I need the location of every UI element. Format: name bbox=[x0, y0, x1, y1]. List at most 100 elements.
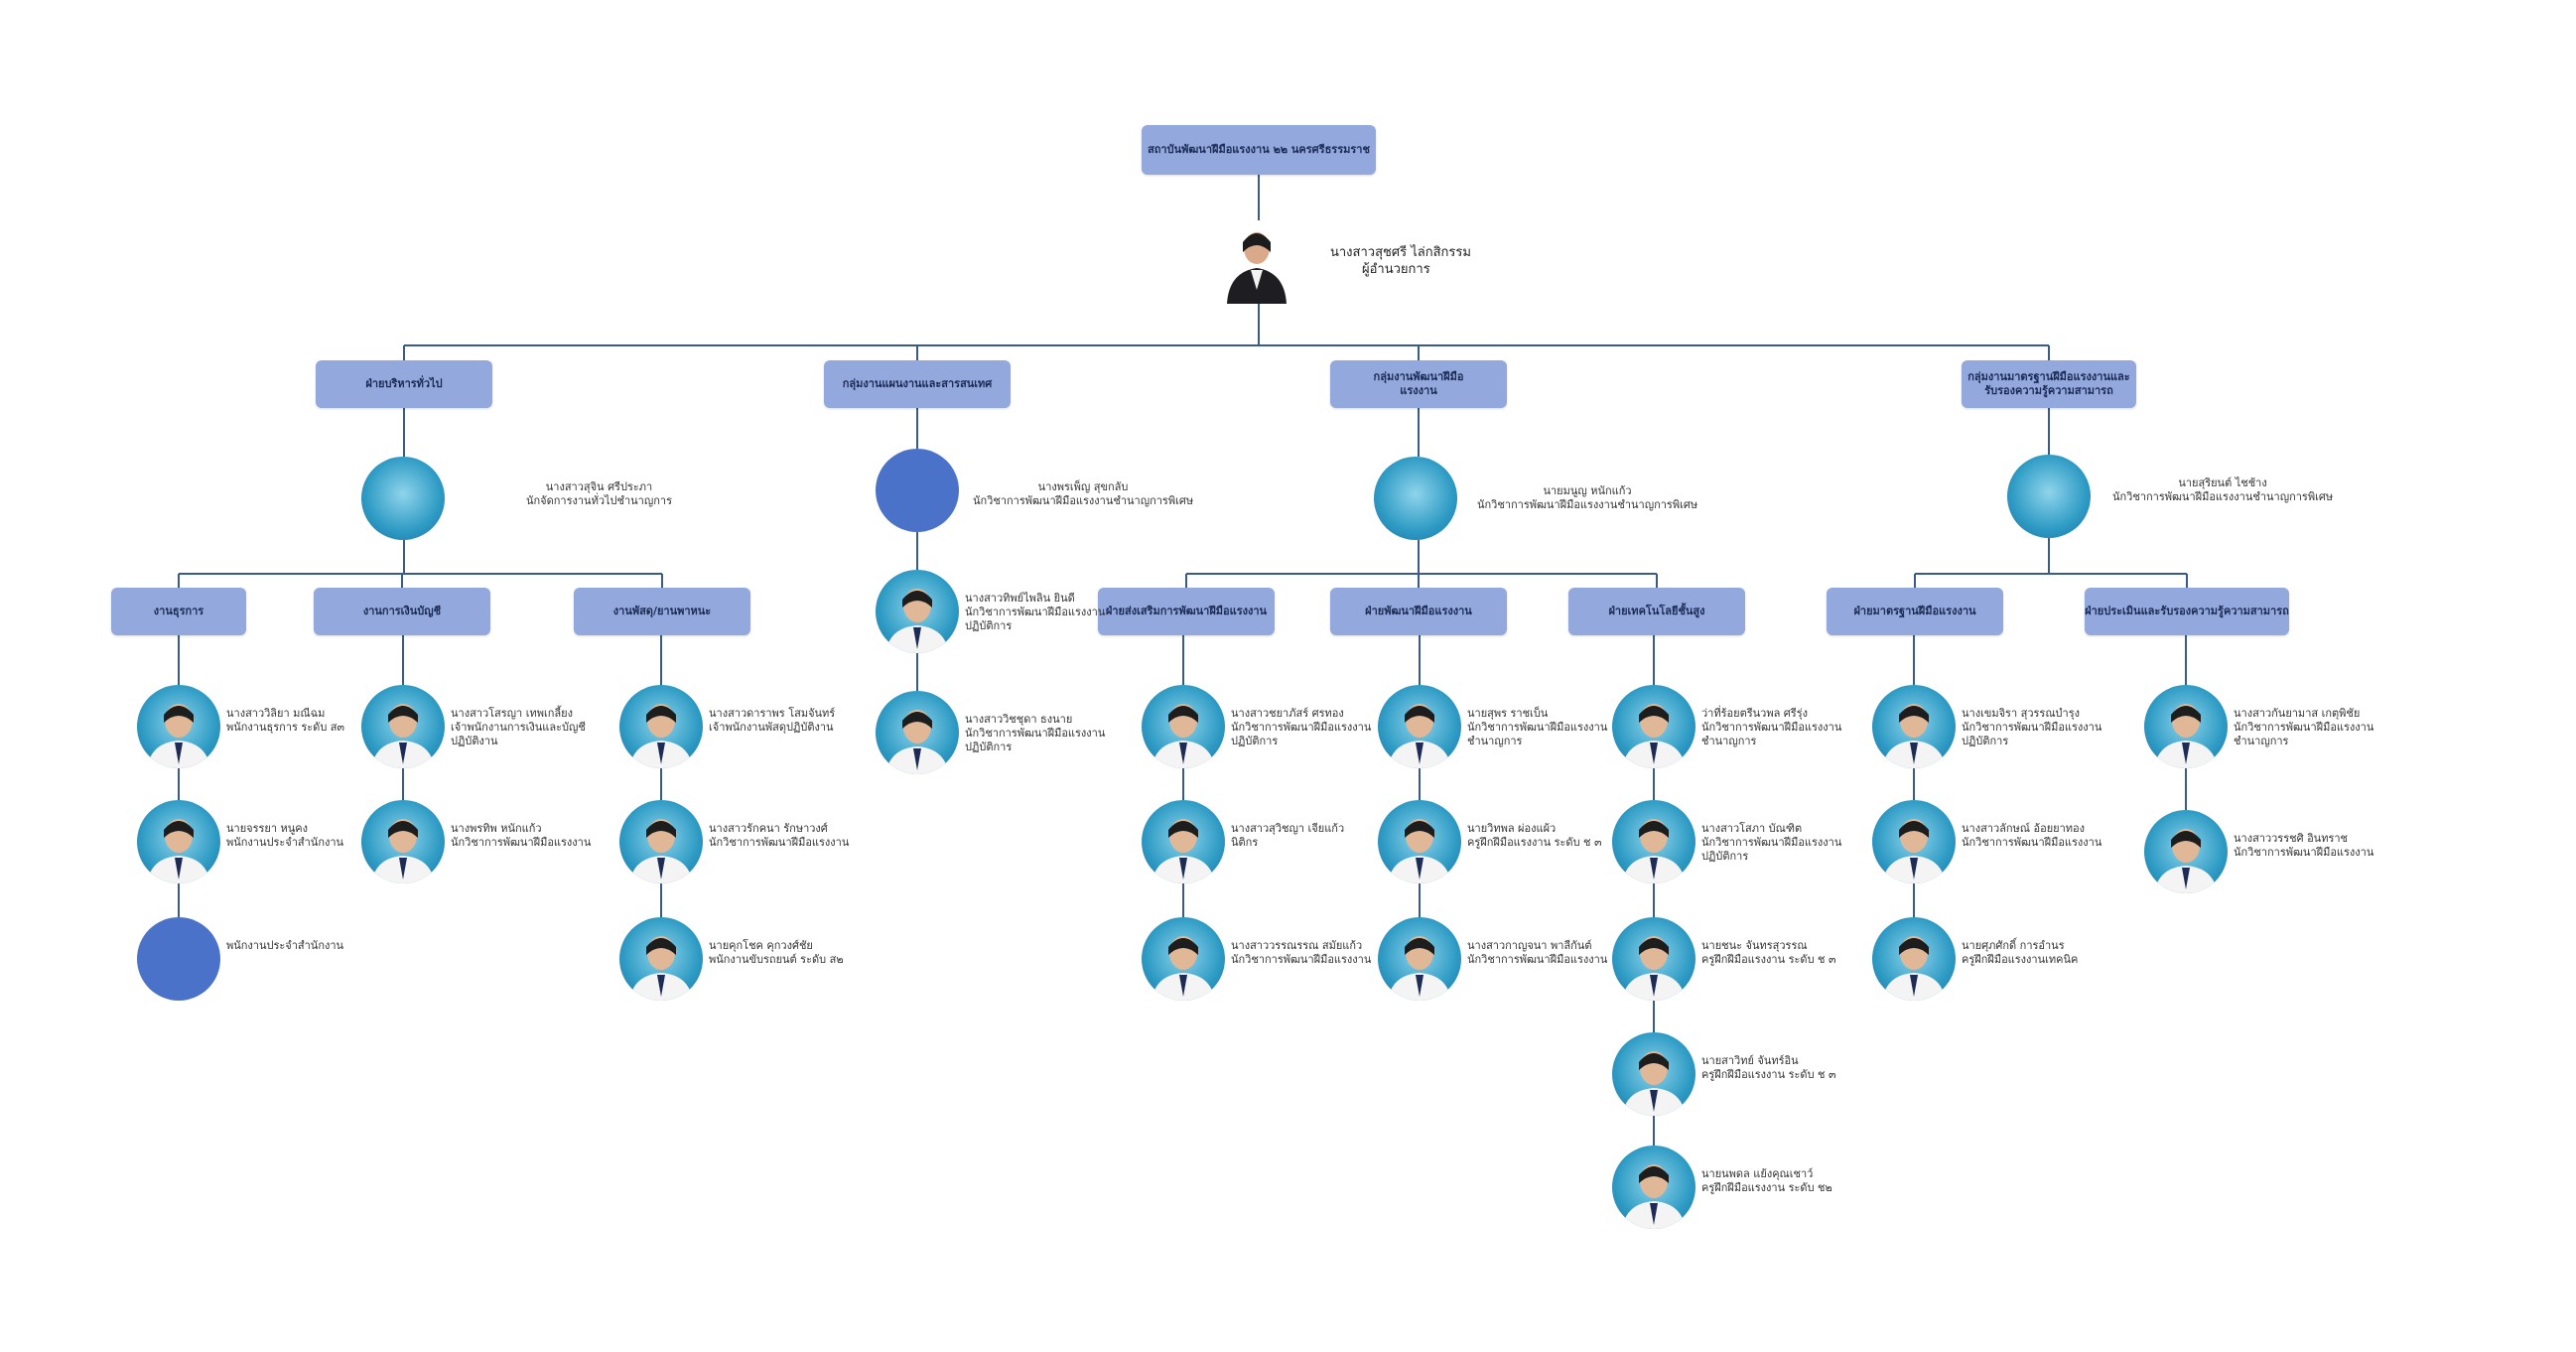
avatar bbox=[1612, 917, 1695, 1001]
avatar bbox=[1374, 457, 1457, 540]
section-label: ฝ่ายประเมินและรับรองความรู้ความสามารถ bbox=[2085, 605, 2289, 617]
person-title: นักวิชาการพัฒนาฝีมือแรงงานชำนาญการพิเศษ bbox=[973, 494, 1194, 507]
person-title: พนักงานขับรถยนต์ ระดับ ส๒ bbox=[709, 953, 844, 966]
person-name: นางสาวรักคนา รักษาวงศ์ bbox=[709, 822, 828, 835]
person-title: พนักงานธุรการ ระดับ ส๓ bbox=[226, 721, 345, 734]
person-caption: นางสาววิชชุดา ธงนายนักวิชาการพัฒนาฝีมือแ… bbox=[965, 713, 1114, 754]
avatar bbox=[1872, 685, 1956, 768]
division-box-skill-dev[interactable]: กลุ่มงานพัฒนาฝีมือแรงงาน bbox=[1330, 360, 1507, 408]
person-title: ครูฝึกฝีมือแรงงาน ระดับ ช๒ bbox=[1701, 1181, 1832, 1194]
person-title: ครูฝึกฝีมือแรงงาน ระดับ ช ๓ bbox=[1467, 836, 1602, 849]
person-title: เจ้าพนักงานพัสดุปฏิบัติงาน bbox=[709, 721, 834, 734]
avatar bbox=[619, 917, 703, 1001]
person-caption: ว่าที่ร้อยตรีนวพล ศรีรุ่งนักวิชาการพัฒนา… bbox=[1701, 707, 1850, 748]
avatar bbox=[876, 691, 959, 774]
avatar bbox=[1142, 917, 1225, 1001]
section-box[interactable]: ฝ่ายมาตรฐานฝีมือแรงงาน bbox=[1827, 588, 2003, 635]
division-head-caption: นายสุริยนต์ ไชช้าง นักวิชาการพัฒนาฝีมือแ… bbox=[2112, 476, 2333, 504]
person-name: นางสาววรรณรรณ สมัยแก้ว bbox=[1231, 939, 1363, 952]
person-title: นิติกร bbox=[1231, 836, 1259, 849]
avatar bbox=[619, 685, 703, 768]
person-title: พนักงานประจำสำนักงาน bbox=[226, 939, 344, 952]
person-caption: นางสาวทิพย์ไพลิน ยินดีนักวิชาการพัฒนาฝีม… bbox=[965, 592, 1114, 633]
section-box[interactable]: ฝ่ายประเมินและรับรองความรู้ความสามารถ bbox=[2085, 588, 2289, 635]
person-name: นายวิทพล ผ่องแผ้ว bbox=[1467, 822, 1557, 835]
person-name: นายสุพร ราชเบ็น bbox=[1467, 707, 1549, 720]
person-name: นายศุภศักดิ์ การอำนร bbox=[1962, 939, 2065, 952]
division-box-standards[interactable]: กลุ่มงานมาตรฐานฝีมือแรงงานและรับรองความร… bbox=[1962, 360, 2136, 408]
person-name: นางสาววรรชศิ อินทราช bbox=[2234, 832, 2349, 845]
avatar bbox=[1612, 800, 1695, 883]
person-name: นางสาววิชชุดา ธงนาย bbox=[965, 713, 1073, 726]
section-label: งานการเงินบัญชี bbox=[362, 605, 442, 617]
section-box[interactable]: ฝ่ายส่งเสริมการพัฒนาฝีมือแรงงาน bbox=[1098, 588, 1275, 635]
section-label: ฝ่ายเทคโนโลยีชั้นสูง bbox=[1608, 605, 1705, 617]
person-title: นักวิชาการพัฒนาฝีมือแรงงานชำนาญการพิเศษ bbox=[1477, 498, 1698, 511]
avatar bbox=[2144, 810, 2228, 893]
person-title: นักวิชาการพัฒนาฝีมือแรงงาน bbox=[1467, 953, 1608, 966]
person-caption: นางพรทิพ หนักแก้วนักวิชาการพัฒนาฝีมือแรง… bbox=[451, 822, 591, 850]
avatar bbox=[361, 800, 445, 883]
director-name: นางสาวสุชศรี ไล่กสิกรรม bbox=[1330, 245, 1471, 260]
person-name: นางสาวกาญจนา พาลีกันต์ bbox=[1467, 939, 1592, 952]
section-label: งานพัสดุ/ยานพาหนะ bbox=[612, 605, 712, 617]
person-title: ครูฝึกฝีมือแรงงาน ระดับ ช ๓ bbox=[1701, 1068, 1836, 1081]
person-caption: นายศุภศักดิ์ การอำนรครูฝึกฝีมือแรงงานเทค… bbox=[1962, 939, 2078, 967]
avatar bbox=[876, 449, 959, 532]
person-title: นักวิชาการพัฒนาฝีมือแรงงาน bbox=[1962, 836, 2102, 849]
avatar bbox=[619, 800, 703, 883]
person-title: นักวิชาการพัฒนาฝีมือแรงงานปฏิบัติการ bbox=[1962, 721, 2102, 747]
person-caption: นางสาวดาราพร โสมจันทร์เจ้าพนักงานพัสดุปฏ… bbox=[709, 707, 835, 735]
division-label: กลุ่มงานมาตรฐานฝีมือแรงงานและรับรองความร… bbox=[1967, 370, 2130, 397]
person-title: นักวิชาการพัฒนาฝีมือแรงงานปฏิบัติการ bbox=[965, 606, 1106, 632]
person-title: พนักงานประจำสำนักงาน bbox=[226, 836, 344, 849]
person-caption: นางสาวสุวิชญา เจียแก้วนิติกร bbox=[1231, 822, 1344, 850]
person-caption: นายวิทพล ผ่องแผ้วครูฝึกฝีมือแรงงาน ระดับ… bbox=[1467, 822, 1602, 850]
root-org-box[interactable]: สถาบันพัฒนาฝีมือแรงงาน ๒๒ นครศรีธรรมราช bbox=[1142, 125, 1376, 175]
section-box[interactable]: งานการเงินบัญชี bbox=[314, 588, 490, 635]
section-box[interactable]: ฝ่ายพัฒนาฝีมือแรงงาน bbox=[1330, 588, 1507, 635]
person-title: นักจัดการงานทั่วไปชำนาญการ bbox=[526, 494, 672, 507]
division-head-caption: นายมนูญ หนักแก้ว นักวิชาการพัฒนาฝีมือแรง… bbox=[1477, 484, 1697, 512]
person-title: ครูฝึกฝีมือแรงงาน ระดับ ช ๓ bbox=[1701, 953, 1836, 966]
avatar bbox=[1612, 685, 1695, 768]
avatar bbox=[1378, 685, 1461, 768]
division-box-general-admin[interactable]: ฝ่ายบริหารทั่วไป bbox=[316, 360, 492, 408]
section-label: ฝ่ายพัฒนาฝีมือแรงงาน bbox=[1365, 605, 1472, 617]
avatar bbox=[1142, 800, 1225, 883]
division-label: กลุ่มงานพัฒนาฝีมือแรงงาน bbox=[1373, 370, 1464, 397]
avatar bbox=[137, 685, 220, 768]
person-caption: นายคุกโชค คุกวงศ์ชัยพนักงานขับรถยนต์ ระด… bbox=[709, 939, 844, 967]
person-title: นักวิชาการพัฒนาฝีมือแรงงานชำนาญการ bbox=[1701, 721, 1842, 747]
person-caption: นางสาวโสภา บัณฑิตนักวิชาการพัฒนาฝีมือแรง… bbox=[1701, 822, 1850, 864]
division-box-planning[interactable]: กลุ่มงานแผนงานและสารสนเทศ bbox=[824, 360, 1011, 408]
person-name: นางสาวโสภา บัณฑิต bbox=[1701, 822, 1803, 835]
person-title: นักวิชาการพัฒนาฝีมือแรงงาน bbox=[451, 836, 592, 849]
director-title: ผู้อำนวยการ bbox=[1362, 262, 1430, 277]
person-title: นักวิชาการพัฒนาฝีมือแรงงาน bbox=[2234, 846, 2374, 859]
person-caption: นางสาววิลิยา มณีฉมพนักงานธุรการ ระดับ ส๓ bbox=[226, 707, 344, 735]
section-box[interactable]: งานพัสดุ/ยานพาหนะ bbox=[574, 588, 750, 635]
division-head-caption: นางสาวสุจิน ศรีประภา นักจัดการงานทั่วไปช… bbox=[526, 480, 672, 508]
director-caption: นางสาวสุชศรี ไล่กสิกรรม ผู้อำนวยการ bbox=[1330, 244, 1471, 278]
person-title: เจ้าพนักงานการเงินและบัญชีปฏิบัติงาน bbox=[451, 721, 586, 747]
section-box[interactable]: งานธุรการ bbox=[111, 588, 246, 635]
person-name: นายมนูญ หนักแก้ว bbox=[1543, 484, 1632, 497]
person-name: นายสาวิทย์ จันทร์อิน bbox=[1701, 1054, 1799, 1067]
person-title: นักวิชาการพัฒนาฝีมือแรงงานชำนาญการพิเศษ bbox=[2112, 490, 2334, 503]
person-caption: นายชนะ จันทรสุวรรณครูฝึกฝีมือแรงงาน ระดั… bbox=[1701, 939, 1836, 967]
person-name: นางสาวดาราพร โสมจันทร์ bbox=[709, 707, 836, 720]
person-caption: นายสุพร ราชเบ็นนักวิชาการพัฒนาฝีมือแรงงา… bbox=[1467, 707, 1616, 748]
person-title: นักวิชาการพัฒนาฝีมือแรงงานปฏิบัติการ bbox=[1231, 721, 1372, 747]
section-box[interactable]: ฝ่ายเทคโนโลยีชั้นสูง bbox=[1568, 588, 1745, 635]
section-label: ฝ่ายมาตรฐานฝีมือแรงงาน bbox=[1853, 605, 1976, 617]
person-name: นางสาวลักษณ์ อ้อยยาทอง bbox=[1962, 822, 2085, 835]
avatar bbox=[361, 685, 445, 768]
director-photo bbox=[1225, 220, 1288, 304]
person-name: นางสาววิลิยา มณีฉม bbox=[226, 707, 326, 720]
section-label: งานธุรการ bbox=[153, 605, 204, 617]
division-head-caption: นางพรเพ็ญ สุขกลับ นักวิชาการพัฒนาฝีมือแร… bbox=[973, 480, 1193, 508]
person-caption: นางสาววรรณรรณ สมัยแก้วนักวิชาการพัฒนาฝีม… bbox=[1231, 939, 1371, 967]
division-label: ฝ่ายบริหารทั่วไป bbox=[365, 377, 443, 390]
avatar bbox=[1612, 1032, 1695, 1116]
